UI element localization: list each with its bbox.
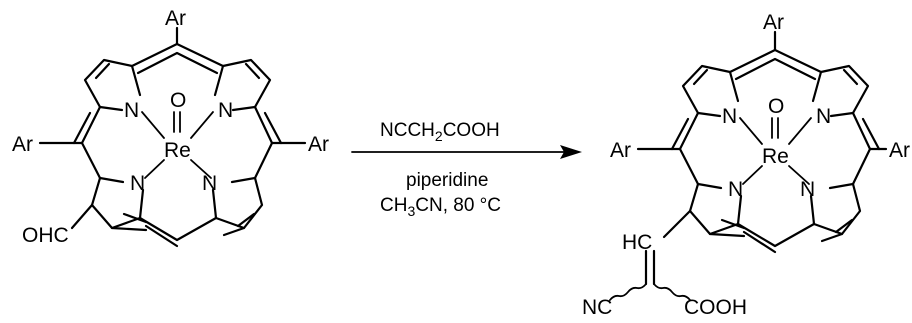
reactant-skeleton-bonds bbox=[38, 26, 307, 248]
product-molecule: Ar Ar Ar O Re N N N N HC NC COOH bbox=[582, 11, 910, 319]
product-nitrogen-bl: N bbox=[728, 178, 743, 201]
product-carboxylic-acid: COOH bbox=[684, 296, 747, 319]
product-rhenium: Re bbox=[762, 145, 789, 168]
reactant-nitrogen-bl: N bbox=[130, 172, 145, 195]
reactant-molecule: Ar Ar Ar O Re N N N N OHC bbox=[12, 7, 329, 248]
reactant-nitrogen-br: N bbox=[202, 172, 217, 195]
product-nitrogen-br: N bbox=[800, 178, 815, 201]
product-nitrogen-tr: N bbox=[816, 105, 831, 128]
reactant-rhenium: Re bbox=[164, 139, 191, 162]
reactant-aryl-left: Ar bbox=[12, 133, 33, 156]
reaction-arrow bbox=[351, 145, 582, 159]
reactant-nitrogen-tl: N bbox=[124, 99, 139, 122]
product-skeleton-bonds bbox=[609, 30, 888, 301]
base-label: piperidine bbox=[406, 170, 488, 191]
reactant-aldehyde: OHC bbox=[22, 224, 69, 247]
product-aryl-top: Ar bbox=[763, 11, 784, 34]
solvent-temperature-label: CH3CN, 80 °C bbox=[380, 195, 501, 219]
product-aryl-left: Ar bbox=[610, 139, 631, 162]
product-aryl-right: Ar bbox=[889, 139, 910, 162]
product-nitrogen-tl: N bbox=[722, 105, 737, 128]
product-oxo: O bbox=[768, 95, 784, 118]
reagent-label: NCCH2COOH bbox=[380, 120, 500, 144]
reactant-nitrogen-tr: N bbox=[218, 99, 233, 122]
product-vinyl-ch: HC bbox=[622, 231, 652, 254]
product-nitrile: NC bbox=[582, 296, 612, 319]
reactant-aryl-top: Ar bbox=[165, 7, 186, 30]
reactant-aryl-right: Ar bbox=[308, 133, 329, 156]
reactant-oxo: O bbox=[170, 89, 186, 112]
